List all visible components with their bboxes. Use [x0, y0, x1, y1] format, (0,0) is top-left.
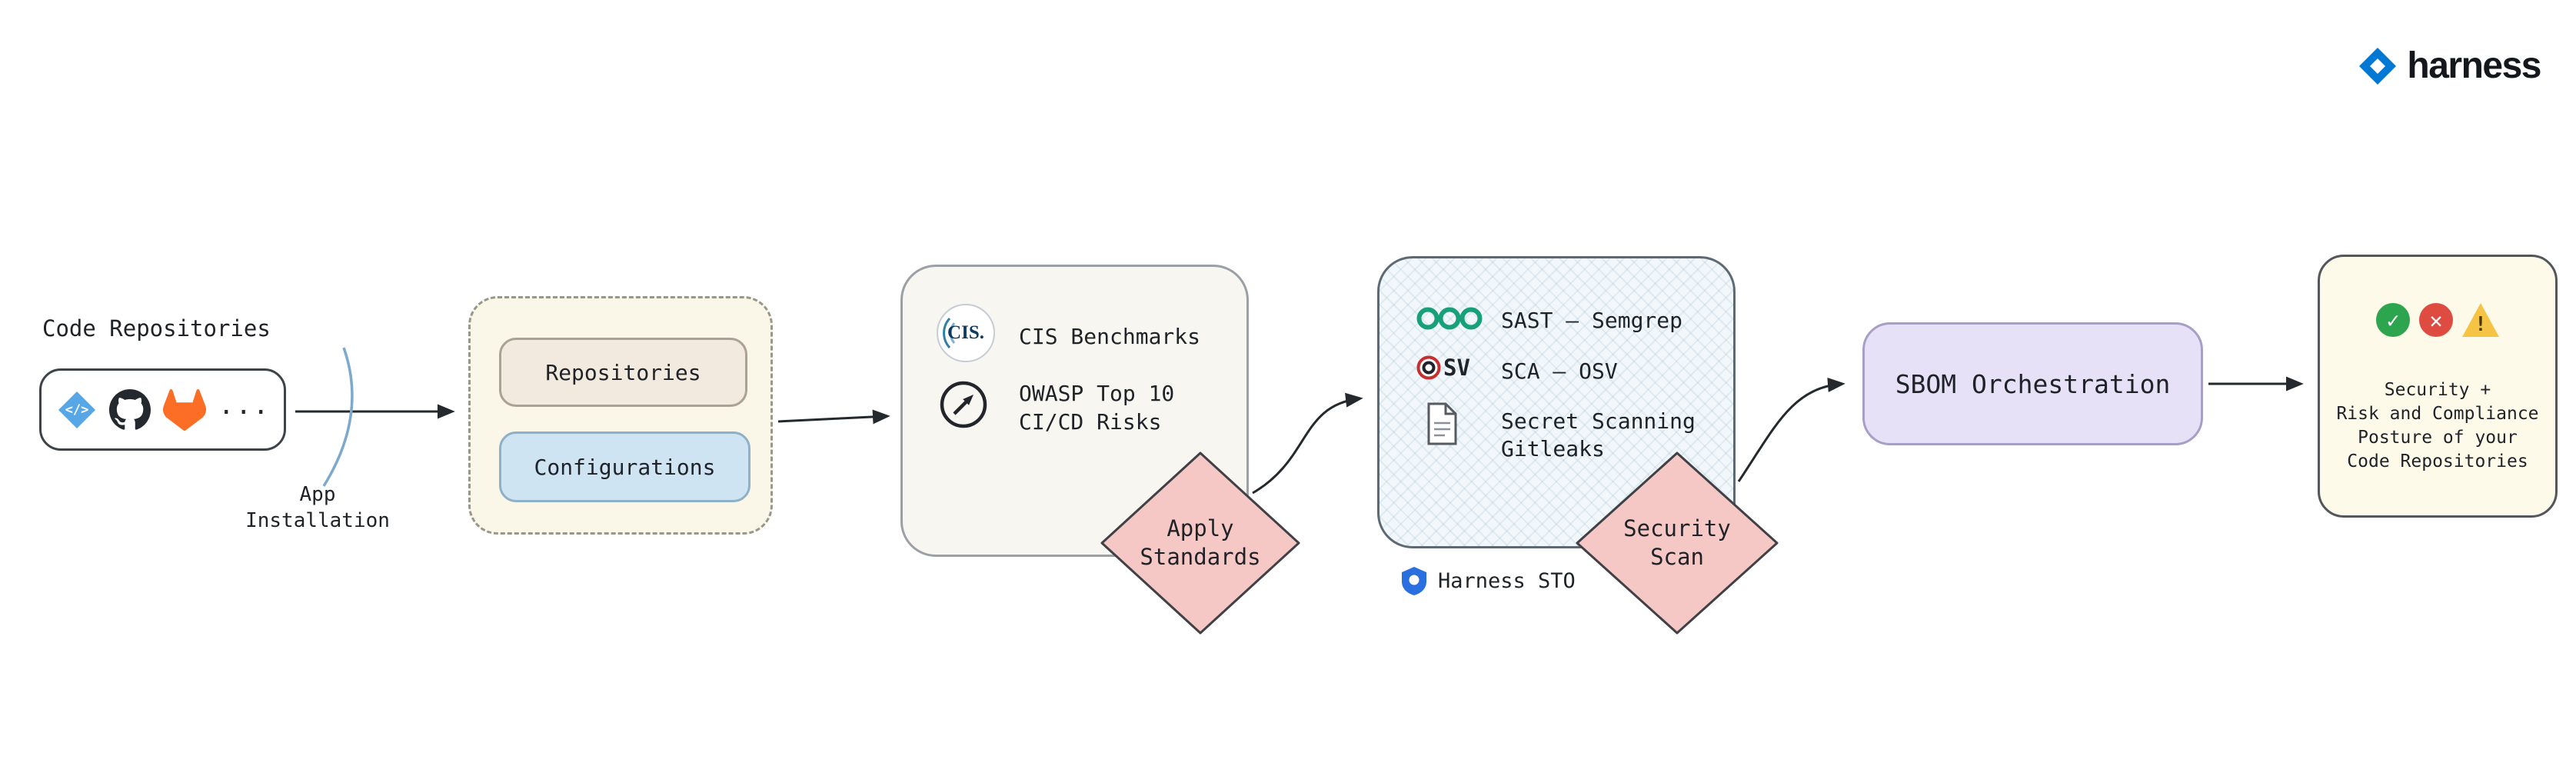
posture-label: Security + Risk and Compliance Posture o… [2336, 380, 2539, 471]
harness-logo: harness [2358, 45, 2541, 87]
app-installation-brace [322, 347, 354, 487]
arrow-config-to-standards [777, 409, 890, 425]
repositories-node: Repositories [499, 338, 747, 407]
github-icon [109, 388, 151, 430]
apply-standards-diamond: Apply Standards [1100, 451, 1301, 635]
code-repositories-box: </> ... [39, 368, 286, 451]
code-repositories-label: Code Repositories [42, 315, 271, 342]
gitlab-icon [163, 388, 206, 431]
status-icons-row: ✓ ✕ ! [2320, 303, 2555, 337]
posture-box: ✓ ✕ ! Security + Risk and Compliance Pos… [2318, 255, 2558, 518]
secret-scanning-label: Secret Scanning Gitleaks [1501, 408, 1696, 461]
code-icon: </> [57, 390, 97, 430]
repositories-label: Repositories [545, 359, 701, 385]
sbom-label: SBOM Orchestration [1895, 368, 2171, 399]
configurations-label: Configurations [534, 454, 716, 480]
osv-icon: SV [1415, 354, 1470, 382]
document-icon [1427, 402, 1457, 445]
more-repos-ellipsis: ... [218, 389, 271, 421]
harness-sto-label: Harness STO [1438, 568, 1576, 593]
configurations-node: Configurations [499, 431, 751, 502]
harness-wordmark: harness [2407, 45, 2541, 86]
sca-osv-label: SCA – OSV [1501, 358, 1618, 384]
security-scan-diamond: Security Scan [1575, 451, 1779, 635]
security-scan-label: Security Scan [1623, 515, 1731, 570]
cis-logo-icon: CIS. [935, 302, 997, 364]
config-group-box: Repositories Configurations [468, 296, 773, 535]
owasp-label: OWASP Top 10 CI/CD Risks [1019, 381, 1175, 435]
harness-sto-icon [1402, 567, 1426, 595]
harness-logo-icon [2359, 47, 2397, 85]
check-icon: ✓ [2376, 303, 2410, 337]
app-installation-label: App Installation [245, 483, 390, 532]
sbom-box: SBOM Orchestration [1862, 322, 2203, 445]
sast-semgrep-label: SAST – Semgrep [1501, 308, 1683, 333]
compass-icon [940, 381, 987, 428]
semgrep-icon [1416, 307, 1483, 330]
error-icon: ✕ [2419, 303, 2453, 337]
apply-standards-label: Apply Standards [1140, 515, 1261, 570]
warning-icon: ! [2462, 303, 2499, 337]
harness-sto-caption: Harness STO [1398, 565, 1576, 597]
standards-box: CIS. CIS Benchmarks OWASP Top 10 CI/CD R… [900, 265, 1249, 557]
cis-benchmarks-label: CIS Benchmarks [1019, 324, 1201, 349]
